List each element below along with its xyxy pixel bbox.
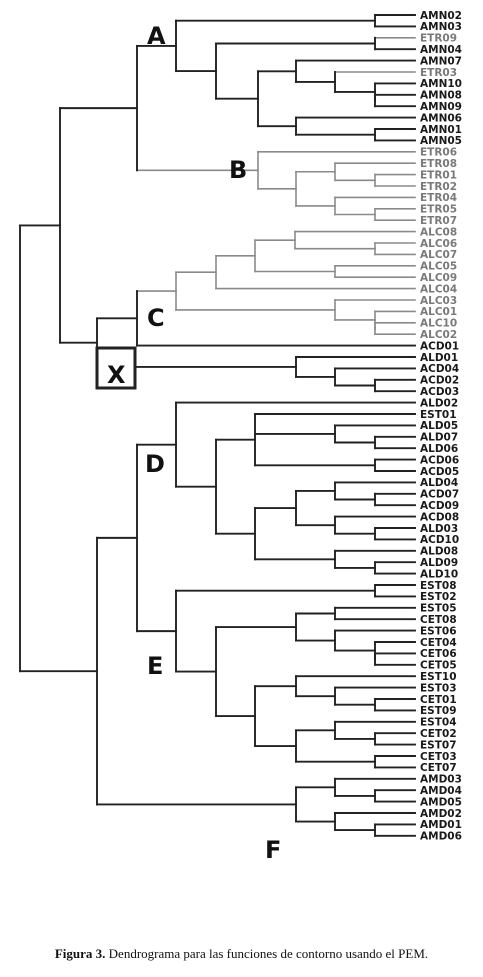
leaf-label-est09: EST09 [420,705,457,717]
dendrogram-links [19,14,416,837]
leaf-label-acd09: ACD09 [420,500,459,512]
leaf-label-est10: EST10 [420,671,457,683]
leaf-label-est07: EST07 [420,739,457,751]
group-x-box [95,346,137,390]
leaf-label-etr08: ETR08 [420,158,457,170]
leaf-label-etr05: ETR05 [420,204,457,216]
leaf-label-acd07: ACD07 [420,489,459,501]
leaf-label-amd03: AMD03 [420,774,462,786]
leaf-label-cet01: CET01 [420,694,457,706]
leaf-label-ald10: ALD10 [420,568,458,580]
leaf-label-acd05: ACD05 [420,466,459,478]
leaf-label-alc10: ALC10 [420,318,457,330]
leaf-label-etr09: ETR09 [420,33,457,45]
group-label-c: C [147,304,165,332]
caption-label: Figura 3. [54,946,106,961]
leaf-label-alc01: ALC01 [420,306,457,318]
dendrogram: AMN02AMN03ETR09AMN04AMN07ETR03AMN10AMN08… [19,10,462,864]
leaf-label-amn02: AMN02 [420,10,462,22]
leaf-label-alc08: ALC08 [420,226,457,238]
leaf-label-ald03: ALD03 [420,523,458,535]
leaf-label-amn09: AMN09 [420,101,462,113]
leaf-label-alc02: ALC02 [420,329,457,341]
leaf-label-acd06: ACD06 [420,454,459,466]
leaf-label-ald06: ALD06 [420,443,458,455]
leaf-label-alc09: ALC09 [420,272,457,284]
leaf-label-ald04: ALD04 [420,477,458,489]
leaf-label-ald08: ALD08 [420,546,458,558]
leaf-label-amn07: AMN07 [420,55,462,67]
leaf-label-alc05: ALC05 [420,261,457,273]
leaf-label-amn05: AMN05 [420,135,462,147]
leaf-label-acd03: ACD03 [420,386,459,398]
group-label-f: F [265,836,281,864]
leaf-label-etr04: ETR04 [420,192,457,204]
leaf-label-cet06: CET06 [420,648,457,660]
leaf-label-amd01: AMD01 [420,819,462,831]
leaf-label-est04: EST04 [420,717,457,729]
leaf-label-amn10: AMN10 [420,78,462,90]
leaf-label-est03: EST03 [420,682,457,694]
leaf-label-etr06: ETR06 [420,147,457,159]
leaf-label-amn01: AMN01 [420,124,462,136]
leaf-label-ald01: ALD01 [420,352,458,364]
leaf-label-ald07: ALD07 [420,432,458,444]
leaf-label-est05: EST05 [420,603,457,615]
leaf-label-etr07: ETR07 [420,215,457,227]
leaf-label-etr02: ETR02 [420,181,457,193]
leaf-label-acd01: ACD01 [420,340,459,352]
leaf-label-cet04: CET04 [420,637,457,649]
leaf-label-amd05: AMD05 [420,796,462,808]
leaf-label-acd02: ACD02 [420,375,459,387]
leaf-label-est02: EST02 [420,591,457,603]
leaf-label-etr03: ETR03 [420,67,457,79]
leaf-label-alc06: ALC06 [420,238,457,250]
leaf-label-acd08: ACD08 [420,511,459,523]
leaf-label-est01: EST01 [420,409,457,421]
leaf-label-amd04: AMD04 [420,785,462,797]
leaf-label-est08: EST08 [420,580,457,592]
group-labels: A B C X D E F [95,22,281,864]
leaf-label-cet02: CET02 [420,728,457,740]
leaf-label-est06: EST06 [420,625,457,637]
leaf-label-alc07: ALC07 [420,249,457,261]
leaf-label-amn08: AMN08 [420,90,462,102]
leaf-label-amd02: AMD02 [420,808,462,820]
leaf-label-ald09: ALD09 [420,557,458,569]
leaf-label-acd04: ACD04 [420,363,459,375]
leaf-label-acd10: ACD10 [420,534,459,546]
figure-caption: Figura 3. Dendrograma para las funciones… [0,946,483,962]
leaf-label-amn04: AMN04 [420,44,462,56]
group-label-e: E [147,652,163,680]
leaf-label-cet03: CET03 [420,751,457,763]
group-label-d: D [145,450,165,478]
group-label-x: X [107,361,126,389]
leaf-label-ald02: ALD02 [420,397,458,409]
group-label-a: A [147,22,166,50]
leaf-label-cet05: CET05 [420,660,457,672]
leaf-label-amn06: AMN06 [420,112,462,124]
leaf-label-cet07: CET07 [420,762,457,774]
leaf-label-ald05: ALD05 [420,420,458,432]
leaf-label-cet08: CET08 [420,614,457,626]
leaf-label-etr01: ETR01 [420,169,457,181]
caption-text: Dendrograma para las funciones de contor… [108,946,429,961]
leaf-label-alc04: ALC04 [420,283,457,295]
leaf-labels: AMN02AMN03ETR09AMN04AMN07ETR03AMN10AMN08… [420,10,462,843]
group-label-b: B [229,156,247,184]
leaf-label-amn03: AMN03 [420,21,462,33]
leaf-label-amd06: AMD06 [420,831,462,843]
leaf-label-alc03: ALC03 [420,295,457,307]
